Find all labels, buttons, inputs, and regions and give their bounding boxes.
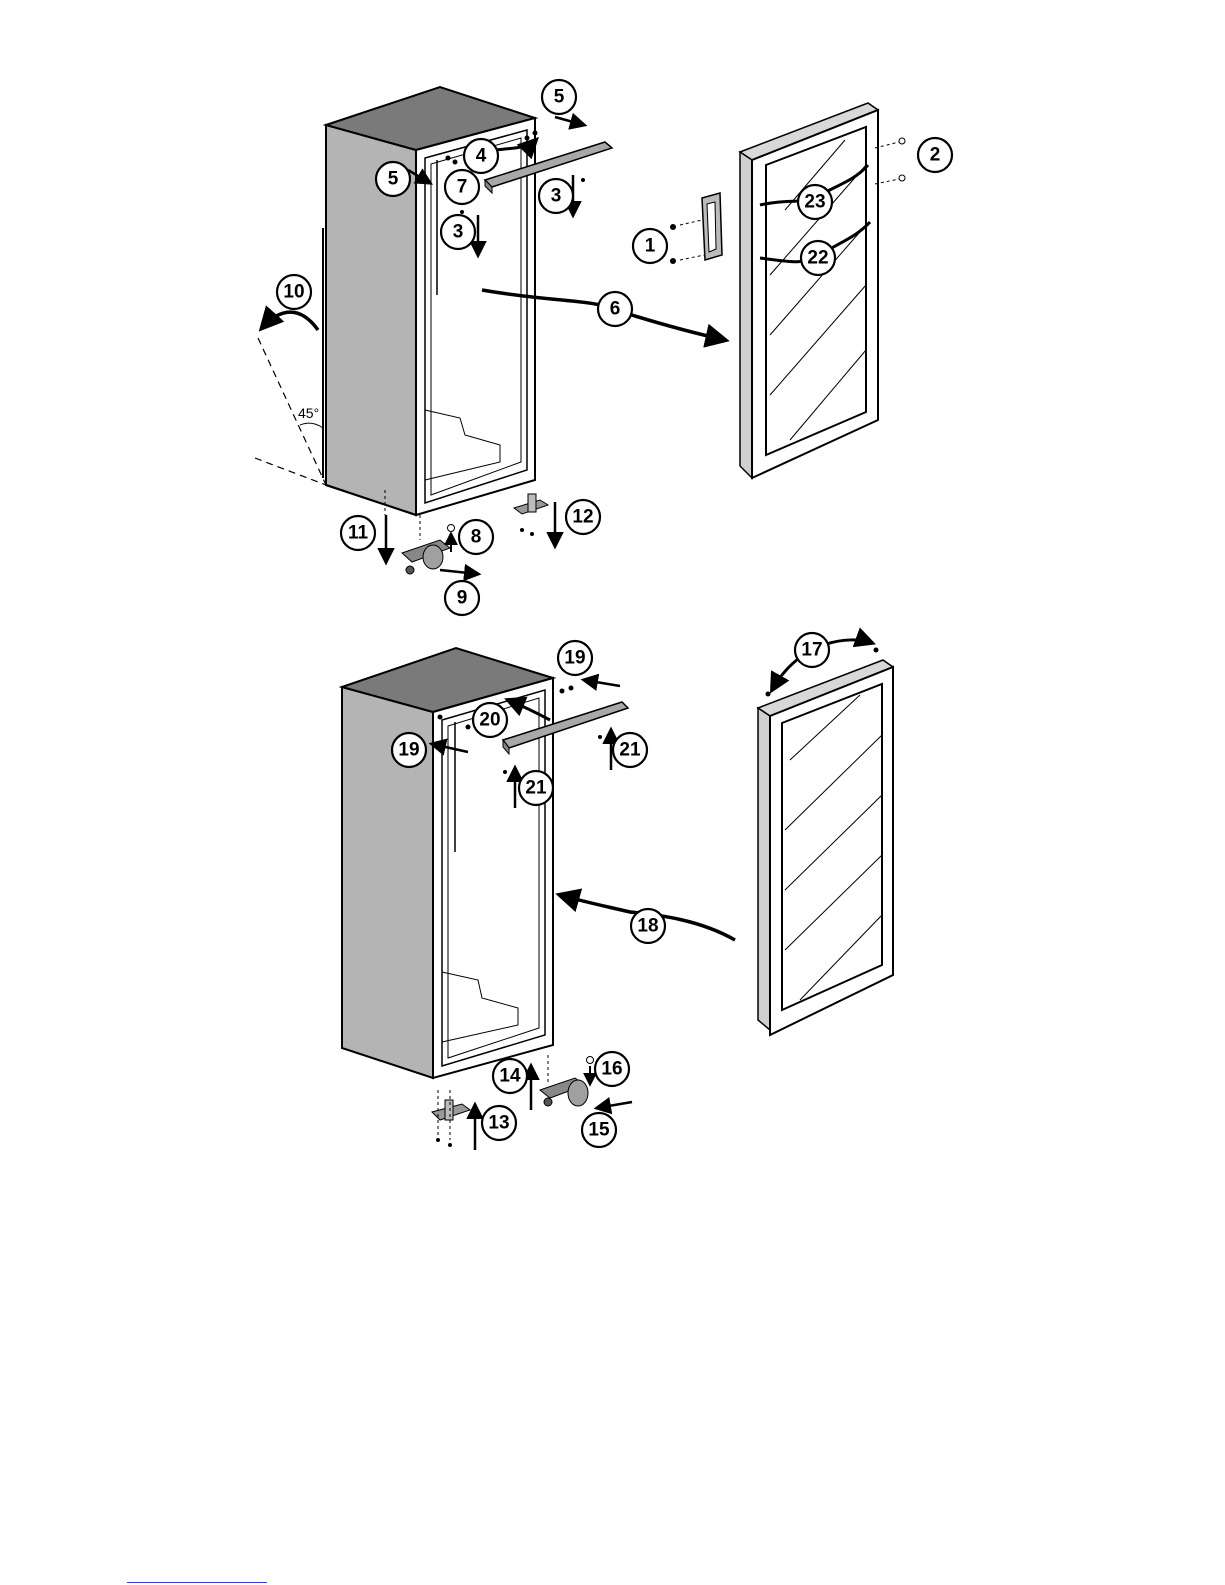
callout-16: 16	[595, 1052, 629, 1086]
callout-23: 23	[798, 185, 832, 219]
svg-text:5: 5	[388, 169, 399, 190]
callout-17: 17	[795, 633, 829, 667]
callout-1: 1	[633, 229, 667, 263]
svg-text:13: 13	[488, 1113, 509, 1134]
callout-11: 11	[341, 516, 375, 550]
callout-19a: 19	[558, 641, 592, 675]
svg-text:16: 16	[601, 1059, 622, 1080]
callout-5b: 5	[376, 162, 410, 196]
bottom-door-glass	[782, 684, 882, 1010]
svg-text:17: 17	[801, 640, 822, 661]
svg-text:9: 9	[457, 588, 468, 609]
lower-hinge-12	[514, 494, 555, 546]
svg-text:21: 21	[619, 740, 641, 761]
svg-text:12: 12	[572, 507, 593, 528]
callout-12: 12	[566, 500, 600, 534]
bottom-glass-door	[758, 640, 893, 1035]
svg-text:19: 19	[398, 740, 419, 761]
callout-7: 7	[445, 170, 479, 204]
callout-18: 18	[631, 909, 665, 943]
svg-text:2: 2	[930, 145, 941, 166]
svg-text:10: 10	[283, 282, 304, 303]
tilt-guide: 45°	[255, 228, 326, 485]
svg-text:21: 21	[525, 778, 547, 799]
tilt-arrow	[262, 312, 318, 330]
angle-label: 45°	[298, 405, 319, 421]
svg-text:19: 19	[564, 648, 585, 669]
svg-text:11: 11	[348, 523, 369, 544]
svg-text:18: 18	[637, 916, 658, 937]
svg-text:3: 3	[551, 186, 562, 207]
callout-2: 2	[918, 138, 952, 172]
callout-13: 13	[482, 1106, 516, 1140]
callout-3a: 3	[539, 179, 573, 213]
callout-21b: 21	[519, 771, 553, 805]
callout-6: 6	[598, 292, 632, 326]
callout-15: 15	[582, 1113, 616, 1147]
svg-text:1: 1	[645, 236, 656, 257]
svg-text:23: 23	[804, 192, 825, 213]
svg-text:22: 22	[807, 248, 828, 269]
callout-21a: 21	[613, 733, 647, 767]
footer-rule	[127, 1582, 267, 1583]
callout-14: 14	[493, 1059, 527, 1093]
callout-10: 10	[277, 275, 311, 309]
callout-19b: 19	[392, 733, 426, 767]
svg-text:3: 3	[453, 222, 464, 243]
svg-text:14: 14	[499, 1066, 521, 1087]
callout-20: 20	[473, 703, 507, 737]
svg-text:7: 7	[457, 177, 468, 198]
svg-text:4: 4	[476, 146, 487, 167]
svg-text:6: 6	[610, 299, 621, 320]
svg-text:5: 5	[554, 87, 565, 108]
svg-text:8: 8	[471, 527, 482, 548]
top-fridge-cabinet	[326, 87, 535, 515]
svg-text:20: 20	[479, 710, 500, 731]
bottom-fridge-cabinet	[342, 648, 553, 1078]
callout-9: 9	[445, 581, 479, 615]
callout-3b: 3	[441, 215, 475, 249]
callout-8: 8	[459, 520, 493, 554]
top-glass-door	[670, 103, 905, 478]
callout-22: 22	[801, 241, 835, 275]
top-door-glass	[766, 127, 866, 455]
svg-text:15: 15	[588, 1120, 610, 1141]
callout-5a: 5	[542, 80, 576, 114]
callout-4: 4	[464, 139, 498, 173]
